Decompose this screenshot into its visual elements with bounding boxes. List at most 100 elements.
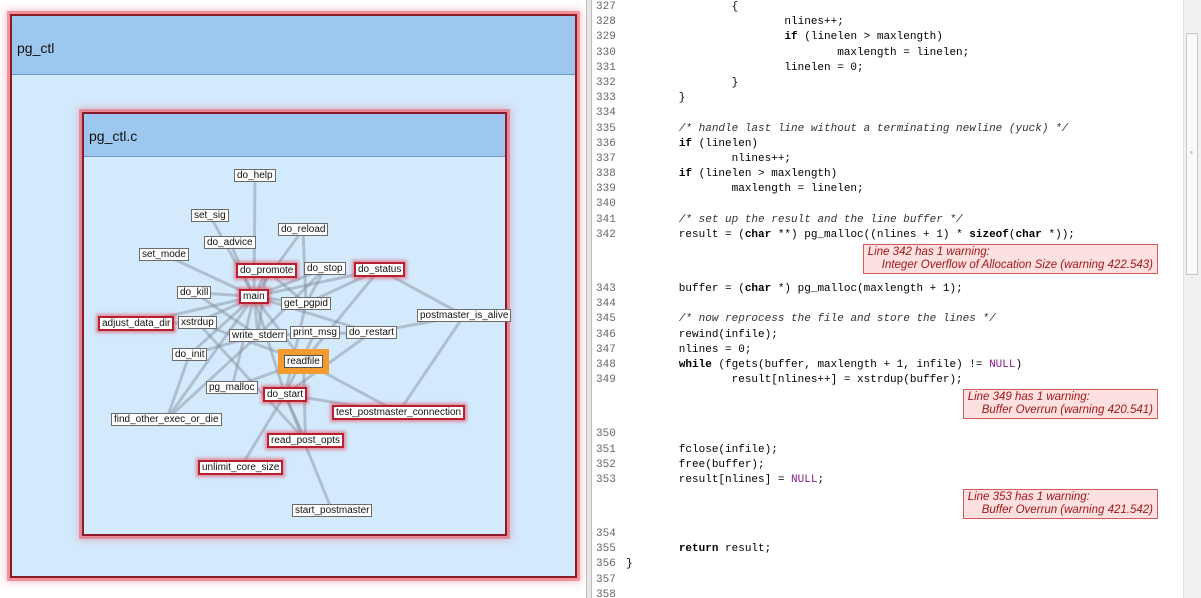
code-line[interactable]: 353 result[nlines] = NULL;	[592, 473, 1184, 488]
call-edge	[283, 393, 307, 442]
code-line[interactable]: 358	[592, 588, 1184, 598]
line-number: 354	[596, 528, 616, 541]
warning-title: Line 349 has 1 warning:	[967, 391, 1090, 404]
code-line[interactable]: 336 if (linelen)	[592, 137, 1184, 152]
function-node-do-kill[interactable]: do_kill	[177, 286, 212, 299]
function-node-xstrdup[interactable]: xstrdup	[178, 316, 217, 329]
line-number: 346	[596, 328, 616, 341]
function-node-set-sig[interactable]: set_sig	[191, 209, 229, 222]
code-line[interactable]: 344	[592, 297, 1184, 312]
line-text: while (fgets(buffer, maxlength + 1, infi…	[678, 358, 1023, 371]
function-node-do-start[interactable]: do_start	[263, 387, 308, 402]
code-line[interactable]: 333 }	[592, 91, 1184, 106]
function-node-print-msg[interactable]: print_msg	[290, 326, 340, 339]
code-line[interactable]: 357	[592, 573, 1184, 588]
function-node-find-other-exec-or-die[interactable]: find_other_exec_or_die	[111, 413, 222, 426]
code-line[interactable]: 341 /* set up the result and the line bu…	[592, 213, 1184, 228]
code-line[interactable]: 339 maxlength = linelen;	[592, 182, 1184, 197]
function-node-do-reload[interactable]: do_reload	[278, 223, 329, 236]
function-node-main[interactable]: main	[239, 289, 269, 304]
code-line[interactable]: 356}	[592, 557, 1184, 572]
code-line[interactable]: 346 rewind(infile);	[592, 328, 1184, 343]
line-number: 341	[596, 213, 616, 226]
code-line[interactable]: 354	[592, 527, 1184, 542]
code-line[interactable]: 345 /* now reprocess the file and store …	[592, 312, 1184, 327]
code-line[interactable]: 350	[592, 427, 1184, 442]
code-line[interactable]: 347 nlines = 0;	[592, 343, 1184, 358]
line-number: 334	[596, 107, 616, 120]
scrollbar-thumb[interactable]: ≡	[1186, 33, 1198, 275]
line-number: 344	[596, 298, 616, 311]
function-node-do-restart[interactable]: do_restart	[346, 326, 398, 339]
line-text: rewind(infile);	[626, 328, 778, 341]
line-text: nlines++;	[626, 16, 844, 29]
call-edge	[302, 268, 381, 363]
line-number: 331	[596, 61, 616, 74]
line-number: 345	[596, 313, 616, 326]
function-node-do-advice[interactable]: do_advice	[204, 236, 256, 249]
line-text: nlines = 0;	[626, 343, 752, 356]
line-text: if (linelen > maxlength)	[784, 31, 943, 44]
line-text: /* set up the result and the line buffer…	[678, 213, 963, 226]
code-line[interactable]: 332 }	[592, 76, 1184, 91]
code-line[interactable]: 329 if (linelen > maxlength)	[592, 30, 1184, 45]
code-line[interactable]: 343 buffer = (char *) pg_malloc(maxlengt…	[592, 282, 1184, 297]
function-node-set-mode[interactable]: set_mode	[139, 248, 189, 261]
line-number: 349	[596, 374, 616, 387]
code-line[interactable]: 349 result[nlines++] = xstrdup(buffer);	[592, 373, 1184, 388]
line-number: 328	[596, 16, 616, 29]
call-edge	[283, 303, 308, 395]
line-number: 351	[596, 443, 616, 456]
code-line[interactable]: 340	[592, 197, 1184, 212]
function-node-start-postmaster[interactable]: start_postmaster	[292, 504, 373, 517]
line-number: 352	[596, 458, 616, 471]
warning-callout[interactable]: Line 349 has 1 warning:Buffer Overrun (w…	[962, 389, 1158, 420]
line-text: maxlength = linelen;	[626, 183, 864, 196]
function-node-pg-malloc[interactable]: pg_malloc	[206, 381, 258, 394]
code-line[interactable]: 352 free(buffer);	[592, 458, 1184, 473]
code-line[interactable]: 334	[592, 106, 1184, 121]
warning-callout[interactable]: Line 353 has 1 warning:Buffer Overrun (w…	[962, 489, 1158, 520]
line-number: 339	[596, 183, 616, 196]
function-node-test-postmaster-connection[interactable]: test_postmaster_connection	[332, 405, 466, 420]
module-header[interactable]: pg_ctl	[12, 16, 575, 75]
function-node-do-promote[interactable]: do_promote	[236, 263, 298, 278]
line-text: if (linelen)	[678, 137, 759, 150]
code-line[interactable]: 331 linelen = 0;	[592, 61, 1184, 76]
line-number: 338	[596, 168, 616, 181]
line-number: 358	[596, 588, 616, 598]
warning-detail: Buffer Overrun (warning 421.542)	[981, 504, 1153, 517]
code-line[interactable]: 330 maxlength = linelen;	[592, 46, 1184, 61]
function-node-do-status[interactable]: do_status	[354, 262, 406, 277]
line-number: 357	[596, 573, 616, 586]
line-number: 347	[596, 343, 616, 356]
code-line[interactable]: 338 if (linelen > maxlength)	[592, 167, 1184, 182]
function-node-unlimit-core-size[interactable]: unlimit_core_size	[198, 460, 284, 475]
function-node-do-init[interactable]: do_init	[172, 348, 208, 361]
code-line[interactable]: 327 {	[592, 0, 1184, 15]
line-number: 355	[596, 543, 616, 556]
function-node-readfile[interactable]: readfile	[284, 355, 323, 368]
warning-callout[interactable]: Line 342 has 1 warning:Integer Overflow …	[862, 244, 1158, 274]
function-node-do-stop[interactable]: do_stop	[304, 262, 346, 275]
code-line[interactable]: 351 fclose(infile);	[592, 443, 1184, 458]
function-node-write-stderr[interactable]: write_stderr	[229, 329, 288, 342]
code-line[interactable]: 335 /* handle last line without a termin…	[592, 122, 1184, 137]
function-node-get-pgpid[interactable]: get_pgpid	[281, 297, 331, 310]
function-node-adjust-data-dir[interactable]: adjust_data_dir	[98, 316, 175, 331]
line-text: result = (char **) pg_malloc((nlines + 1…	[626, 228, 1075, 241]
file-header[interactable]: pg_ctl.c	[84, 114, 505, 157]
line-text: buffer = (char *) pg_malloc(maxlength + …	[626, 283, 963, 295]
function-node-do-help[interactable]: do_help	[234, 169, 276, 182]
code-line[interactable]: 337 nlines++;	[592, 152, 1184, 167]
function-node-read-post-opts[interactable]: read_post_opts	[267, 433, 344, 448]
call-edge	[230, 296, 256, 388]
splitter[interactable]	[586, 0, 592, 598]
vertical-scrollbar[interactable]: ≡	[1183, 0, 1201, 598]
code-line[interactable]: 328 nlines++;	[592, 15, 1184, 30]
code-line[interactable]: 355 return result;	[592, 542, 1184, 557]
line-number: 350	[596, 428, 616, 441]
function-node-postmaster-is-alive[interactable]: postmaster_is_alive	[417, 309, 512, 322]
code-line[interactable]: 348 while (fgets(buffer, maxlength + 1, …	[592, 358, 1184, 373]
code-line[interactable]: 342 result = (char **) pg_malloc((nlines…	[592, 228, 1184, 243]
